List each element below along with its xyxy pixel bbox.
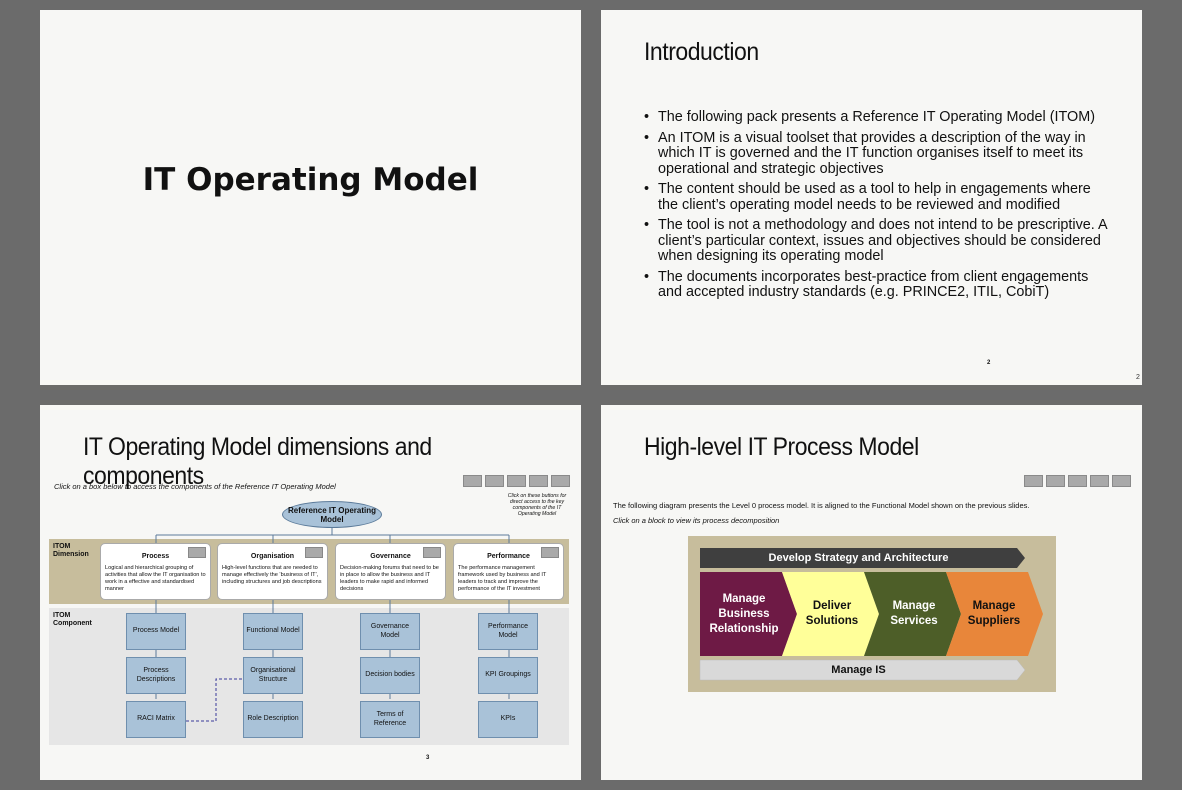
instruction-text: Click on a box below to access the compo… bbox=[54, 482, 336, 491]
performance-icon bbox=[541, 547, 559, 558]
component-kpis[interactable]: KPIs bbox=[478, 701, 538, 738]
manage-services-block[interactable]: Manage Services bbox=[890, 600, 938, 627]
dimension-performance[interactable]: Performance The performance management f… bbox=[453, 543, 564, 600]
governance-icon bbox=[423, 547, 441, 558]
bullet-item: The content should be used as a tool to … bbox=[644, 181, 1114, 213]
reference-itom-node[interactable]: Reference IT Operating Model bbox=[282, 501, 382, 528]
organisation-icon[interactable] bbox=[1068, 475, 1087, 487]
dimension-description: High-level functions that are needed to … bbox=[222, 565, 322, 585]
bullet-item: An ITOM is a visual toolset that provide… bbox=[644, 130, 1114, 178]
governance-icon[interactable] bbox=[529, 475, 548, 487]
process-icon bbox=[188, 547, 206, 558]
component-decision-bodies[interactable]: Decision bodies bbox=[360, 657, 420, 694]
home-icon[interactable] bbox=[1024, 475, 1043, 487]
dimension-description: Logical and hierarchical grouping of act… bbox=[105, 565, 206, 592]
home-icon[interactable] bbox=[463, 475, 482, 487]
bullet-item: The following pack presents a Reference … bbox=[644, 109, 1114, 126]
component-process-model[interactable]: Process Model bbox=[126, 613, 186, 650]
bullet-item: The tool is not a methodology and does n… bbox=[644, 217, 1114, 265]
component-label: ITOM Component bbox=[53, 612, 92, 627]
page-number: 3 bbox=[426, 755, 430, 761]
nav-toolbar bbox=[463, 475, 570, 487]
component-performance-model[interactable]: Performance Model bbox=[478, 613, 538, 650]
organisation-icon bbox=[305, 547, 323, 558]
instruction-text: Click on a block to view its process dec… bbox=[613, 516, 780, 525]
governance-icon[interactable] bbox=[1090, 475, 1109, 487]
component-process-descriptions[interactable]: Process Descriptions bbox=[126, 657, 186, 694]
component-kpi-groupings[interactable]: KPI Groupings bbox=[478, 657, 538, 694]
bullet-item: The documents incorporates best-practice… bbox=[644, 269, 1114, 301]
performance-icon[interactable] bbox=[1112, 475, 1131, 487]
slide-2[interactable]: Introduction The following pack presents… bbox=[601, 10, 1142, 385]
organisation-icon[interactable] bbox=[507, 475, 526, 487]
intro-bullet-list: The following pack presents a Reference … bbox=[644, 109, 1114, 306]
dimension-organisation[interactable]: Organisation High-level functions that a… bbox=[217, 543, 328, 600]
dimension-title: Process bbox=[141, 553, 170, 560]
deliver-solutions-block[interactable]: Deliver Solutions bbox=[805, 600, 859, 627]
slide-4[interactable]: High-level IT Process Model The followin… bbox=[601, 405, 1142, 780]
component-terms-of-reference[interactable]: Terms of Reference bbox=[360, 701, 420, 738]
develop-strategy-block[interactable]: Develop Strategy and Architecture bbox=[768, 552, 949, 564]
slide-2-title: Introduction bbox=[644, 38, 759, 66]
process-icon[interactable] bbox=[485, 475, 504, 487]
dimension-title: Performance bbox=[487, 553, 530, 560]
manage-suppliers-block[interactable]: Manage Suppliers bbox=[967, 600, 1021, 627]
dimension-process[interactable]: Process Logical and hierarchical groupin… bbox=[100, 543, 211, 600]
dimension-governance[interactable]: Governance Decision-making forums that n… bbox=[335, 543, 446, 600]
page-number: 2 bbox=[987, 360, 991, 366]
component-organisational-structure[interactable]: Organisational Structure bbox=[243, 657, 303, 694]
slide-1-title: IT Operating Model bbox=[142, 162, 479, 198]
dimension-description: The performance management framework use… bbox=[458, 565, 547, 592]
slide-3-title: IT Operating Model dimensions and compon… bbox=[83, 433, 432, 490]
component-functional-model[interactable]: Functional Model bbox=[243, 613, 303, 650]
component-raci-matrix[interactable]: RACI Matrix bbox=[126, 701, 186, 738]
process-icon[interactable] bbox=[1046, 475, 1065, 487]
process-model-shapes bbox=[699, 548, 1043, 681]
nav-note: Click on these buttons for direct access… bbox=[507, 493, 567, 517]
nav-toolbar bbox=[1024, 475, 1131, 487]
slide-3[interactable]: IT Operating Model dimensions and compon… bbox=[40, 405, 581, 780]
performance-icon[interactable] bbox=[551, 475, 570, 487]
component-role-description[interactable]: Role Description bbox=[243, 701, 303, 738]
component-governance-model[interactable]: Governance Model bbox=[360, 613, 420, 650]
dimension-label: ITOM Dimension bbox=[53, 543, 89, 558]
dimension-title: Organisation bbox=[250, 553, 295, 560]
slide-1[interactable]: IT Operating Model bbox=[40, 10, 581, 385]
slide-4-title: High-level IT Process Model bbox=[644, 433, 919, 461]
intro-text: The following diagram presents the Level… bbox=[613, 501, 1030, 510]
dimension-title: Governance bbox=[370, 553, 411, 560]
dimension-description: Decision-making forums that need to be i… bbox=[340, 565, 439, 592]
corner-page-number: 2 bbox=[1136, 374, 1140, 381]
manage-is-block[interactable]: Manage IS bbox=[831, 664, 886, 676]
manage-business-relationship-block[interactable]: Manage Business Relationship bbox=[709, 592, 779, 635]
